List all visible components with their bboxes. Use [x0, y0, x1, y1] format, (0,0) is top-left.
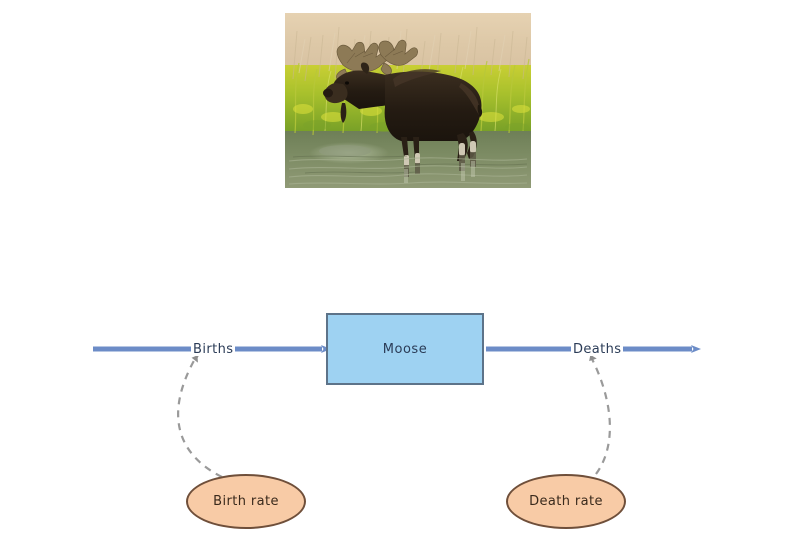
- moose-photo-artwork: [285, 13, 531, 188]
- converter-label-birth-rate: Birth rate: [213, 494, 279, 509]
- converter-death-rate[interactable]: Death rate: [506, 474, 626, 529]
- connector-death-rate-to-deaths: [589, 352, 611, 475]
- flow-label-deaths: Deaths: [571, 342, 624, 357]
- flow-label-births: Births: [191, 342, 236, 357]
- connector-birth-rate-to-births: [177, 354, 223, 478]
- moose-figure: [323, 39, 483, 177]
- moose-photograph: [285, 13, 531, 188]
- stock-box-moose[interactable]: Moose: [326, 313, 484, 385]
- converter-label-death-rate: Death rate: [529, 494, 603, 509]
- stock-label-moose: Moose: [382, 341, 428, 357]
- converter-birth-rate[interactable]: Birth rate: [186, 474, 306, 529]
